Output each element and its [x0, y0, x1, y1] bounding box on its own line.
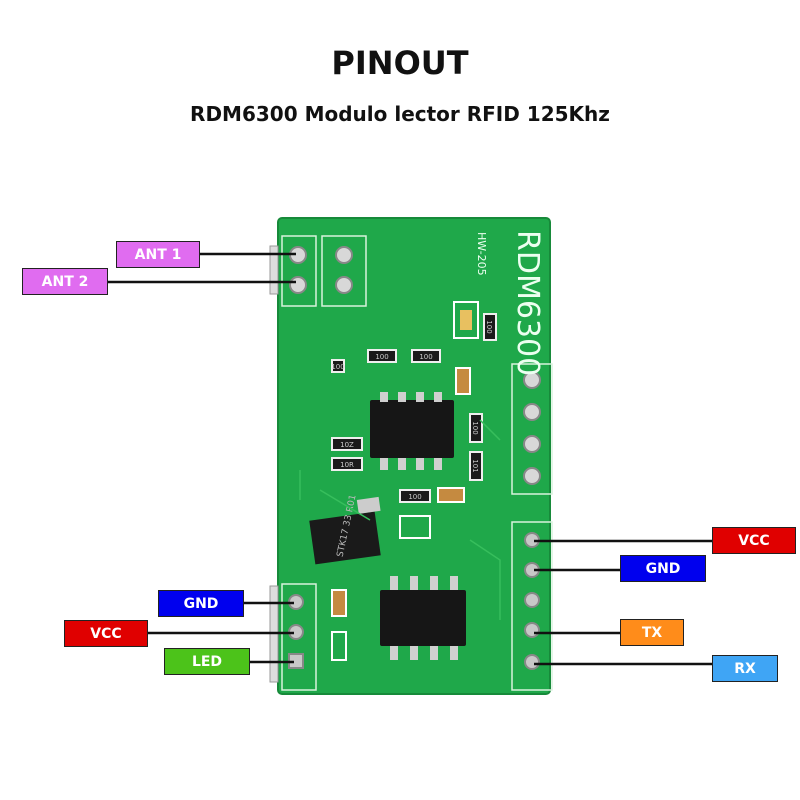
resistors: 100 100 100 10Z 10R 100 101 100 100 [331, 313, 497, 503]
resistor-marking: 100 [408, 493, 421, 501]
resistor-marking: 100 [471, 421, 479, 434]
resistor [411, 349, 441, 363]
page-subtitle: RDM6300 Modulo lector RFID 125Khz [190, 102, 610, 126]
resistor [469, 451, 483, 481]
right-upper-header [523, 371, 541, 485]
pin-label-rx: RX [712, 655, 778, 682]
board-hw-text: HW-205 [475, 232, 488, 276]
board-model-text: RDM6300 [510, 230, 545, 376]
resistor-marking: 100 [331, 363, 344, 371]
antenna-pads [289, 246, 353, 294]
pin-label-vcc-right: VCC [712, 527, 796, 554]
resistor [367, 349, 397, 363]
resistor-marking: 10Z [340, 441, 354, 449]
pin-label-led: LED [164, 648, 250, 675]
pin-label-vcc-left: VCC [64, 620, 148, 647]
upper-ic [370, 392, 454, 470]
capacitors [331, 301, 479, 661]
resistor [483, 313, 497, 341]
resistor-marking: 100 [419, 353, 432, 361]
pin-label-gnd-right: GND [620, 555, 706, 582]
resistor [331, 359, 345, 373]
pin-label-ant2: ANT 2 [22, 268, 108, 295]
resistor-marking: 100 [375, 353, 388, 361]
lower-ic [380, 576, 466, 660]
resistor-marking: 10R [340, 461, 354, 469]
pin-label-gnd-left: GND [158, 590, 244, 617]
pin-label-ant1: ANT 1 [116, 241, 200, 268]
resistor-marking: 100 [485, 320, 493, 333]
pcb-traces [299, 419, 501, 620]
resistor-marking: 101 [471, 459, 479, 472]
left-lower-header [288, 594, 304, 669]
pin-label-tx: TX [620, 619, 684, 646]
leader-lines [108, 252, 712, 666]
resistor [331, 457, 363, 471]
resistor [399, 489, 431, 503]
page-title: PINOUT [331, 44, 469, 82]
resistor [331, 437, 363, 451]
resistor [469, 413, 483, 443]
